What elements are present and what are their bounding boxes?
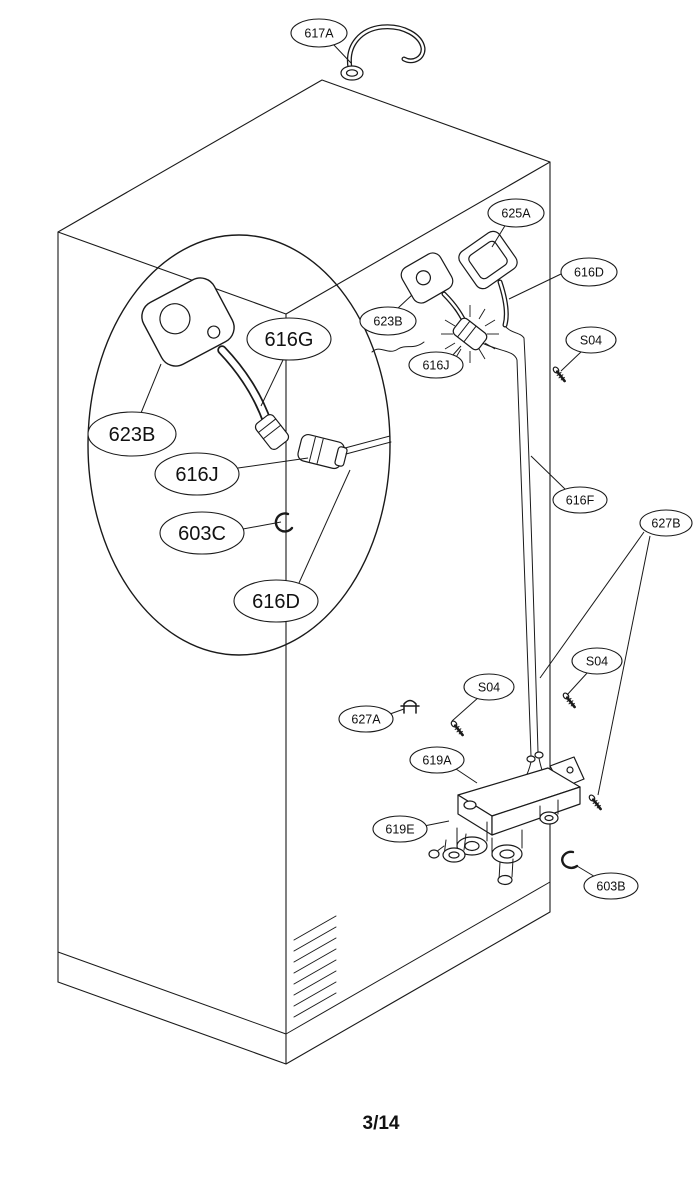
screw-s04-top bbox=[552, 366, 566, 383]
label-625A: 625A bbox=[501, 207, 531, 221]
callout-616J-top: 616J bbox=[408, 345, 464, 379]
label-623B-detail: 623B bbox=[109, 424, 156, 446]
callout-S04-top: S04 bbox=[560, 326, 617, 372]
callout-616D-detail: 616D bbox=[233, 469, 351, 623]
detail-clip-603C bbox=[274, 512, 294, 533]
water-tubes bbox=[479, 325, 549, 796]
bracket-623B-actual bbox=[400, 252, 470, 330]
label-619A: 619A bbox=[422, 754, 452, 768]
solenoid-coil-2 bbox=[491, 829, 523, 864]
callout-S04-mid: S04 bbox=[451, 673, 515, 722]
callout-617A: 617A bbox=[290, 18, 352, 64]
tube-clip-627A bbox=[400, 699, 420, 714]
label-S04-right: S04 bbox=[586, 655, 608, 669]
page-number: 3/14 bbox=[363, 1113, 400, 1134]
detail-circle bbox=[87, 234, 391, 656]
label-603B: 603B bbox=[596, 880, 625, 894]
bracket-625A-actual bbox=[458, 230, 518, 328]
valve-bottom-stub bbox=[497, 858, 514, 886]
screw-s04-right bbox=[562, 692, 576, 709]
water-valve-assembly bbox=[428, 756, 585, 886]
callout-603C-detail: 603C bbox=[159, 511, 282, 555]
label-616F: 616F bbox=[566, 494, 595, 508]
label-617A: 617A bbox=[304, 27, 334, 41]
solenoid-coil-1 bbox=[456, 821, 488, 856]
callout-625A: 625A bbox=[487, 198, 545, 248]
label-S04-top: S04 bbox=[580, 334, 602, 348]
label-616J-top: 616J bbox=[422, 359, 449, 373]
callout-627B: 627B bbox=[539, 509, 693, 796]
label-616G: 616G bbox=[265, 329, 314, 351]
callout-616D-top: 616D bbox=[508, 257, 618, 300]
detail-fitting-616D bbox=[297, 433, 348, 470]
label-616J-detail: 616J bbox=[175, 464, 218, 486]
detail-bracket-623B bbox=[141, 277, 235, 367]
vent-grille bbox=[293, 915, 337, 1018]
label-S04-mid: S04 bbox=[478, 681, 500, 695]
callout-S04-right: S04 bbox=[566, 647, 623, 696]
callout-603B: 603B bbox=[576, 865, 639, 900]
label-616D-top: 616D bbox=[574, 266, 604, 280]
callout-627A: 627A bbox=[338, 705, 405, 733]
valve-outlet-fitting bbox=[539, 799, 559, 825]
callout-616F: 616F bbox=[530, 455, 608, 514]
label-627A: 627A bbox=[351, 713, 381, 727]
label-623B-top: 623B bbox=[373, 315, 402, 329]
detail-elbow-616J bbox=[254, 414, 290, 450]
label-619E: 619E bbox=[385, 823, 414, 837]
magnifier-squiggle bbox=[371, 341, 425, 353]
valve-inlet-fitting bbox=[428, 833, 467, 863]
callout-616G-detail: 616G bbox=[246, 317, 332, 407]
screw-valve-bracket bbox=[588, 794, 602, 811]
top-water-hose bbox=[340, 24, 426, 81]
callout-616J-detail: 616J bbox=[154, 452, 309, 496]
label-603C: 603C bbox=[178, 523, 226, 545]
elbow-fitting-actual bbox=[441, 305, 499, 363]
label-627B: 627B bbox=[651, 517, 680, 531]
screw-s04-mid bbox=[450, 720, 464, 737]
label-616D-detail: 616D bbox=[252, 591, 300, 613]
callout-623B-detail: 623B bbox=[87, 363, 177, 457]
retaining-clip-603B bbox=[561, 850, 579, 869]
detail-view bbox=[141, 277, 392, 533]
callout-619A: 619A bbox=[409, 746, 478, 784]
callout-623B-top: 623B bbox=[359, 294, 417, 336]
starburst bbox=[441, 305, 499, 363]
callout-619E: 619E bbox=[372, 815, 450, 843]
